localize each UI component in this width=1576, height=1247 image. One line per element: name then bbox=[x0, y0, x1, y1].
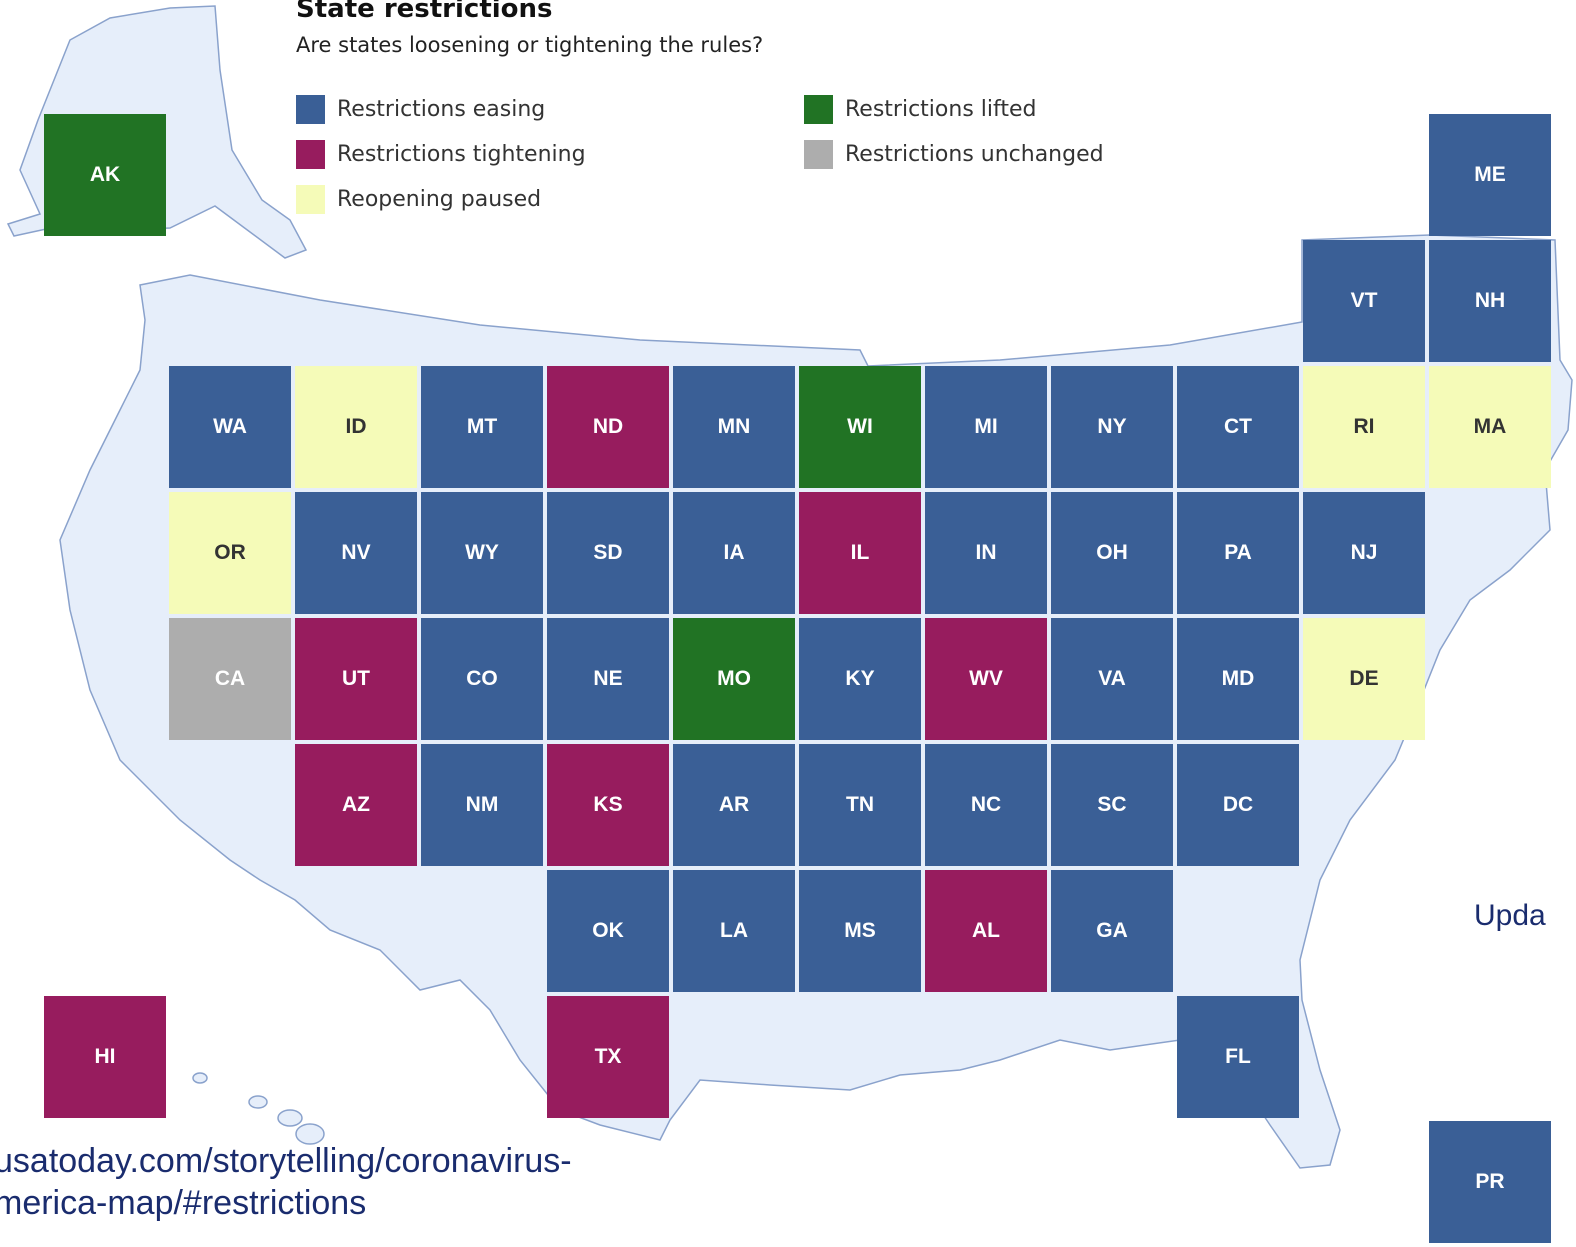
state-tile-tx[interactable]: TX bbox=[547, 996, 669, 1118]
state-tile-dc[interactable]: DC bbox=[1177, 744, 1299, 866]
state-tile-de[interactable]: DE bbox=[1303, 618, 1425, 740]
state-tile-wv[interactable]: WV bbox=[925, 618, 1047, 740]
state-tile-nh[interactable]: NH bbox=[1429, 240, 1551, 362]
legend-swatch bbox=[804, 94, 833, 124]
state-tile-nm[interactable]: NM bbox=[421, 744, 543, 866]
state-tile-ri[interactable]: RI bbox=[1303, 366, 1425, 488]
legend-label: Restrictions tightening bbox=[337, 141, 586, 167]
state-tile-mt[interactable]: MT bbox=[421, 366, 543, 488]
state-tile-mi[interactable]: MI bbox=[925, 366, 1047, 488]
state-tile-ut[interactable]: UT bbox=[295, 618, 417, 740]
state-tile-ak[interactable]: AK bbox=[44, 114, 166, 236]
state-tile-ct[interactable]: CT bbox=[1177, 366, 1299, 488]
state-tile-wi[interactable]: WI bbox=[799, 366, 921, 488]
legend-swatch bbox=[296, 184, 325, 214]
page-title: State restrictions bbox=[296, 0, 553, 24]
state-tile-nj[interactable]: NJ bbox=[1303, 492, 1425, 614]
state-tile-ok[interactable]: OK bbox=[547, 870, 669, 992]
legend-item-paused: Reopening paused bbox=[296, 184, 541, 214]
state-tile-pr[interactable]: PR bbox=[1429, 1121, 1551, 1243]
legend-swatch bbox=[296, 94, 325, 124]
state-tile-az[interactable]: AZ bbox=[295, 744, 417, 866]
state-tile-fl[interactable]: FL bbox=[1177, 996, 1299, 1118]
state-tile-va[interactable]: VA bbox=[1051, 618, 1173, 740]
state-tile-ar[interactable]: AR bbox=[673, 744, 795, 866]
state-tile-wa[interactable]: WA bbox=[169, 366, 291, 488]
legend-label: Restrictions unchanged bbox=[845, 141, 1104, 167]
legend-item-easing: Restrictions easing bbox=[296, 94, 545, 124]
state-tile-ms[interactable]: MS bbox=[799, 870, 921, 992]
state-tile-ga[interactable]: GA bbox=[1051, 870, 1173, 992]
state-tile-la[interactable]: LA bbox=[673, 870, 795, 992]
legend-item-unchanged: Restrictions unchanged bbox=[804, 139, 1104, 169]
state-tile-co[interactable]: CO bbox=[421, 618, 543, 740]
state-tile-md[interactable]: MD bbox=[1177, 618, 1299, 740]
state-tile-ky[interactable]: KY bbox=[799, 618, 921, 740]
state-tile-mo[interactable]: MO bbox=[673, 618, 795, 740]
hawaii-island bbox=[248, 1095, 268, 1109]
state-tile-pa[interactable]: PA bbox=[1177, 492, 1299, 614]
state-tile-al[interactable]: AL bbox=[925, 870, 1047, 992]
state-tile-tn[interactable]: TN bbox=[799, 744, 921, 866]
hawaii-island bbox=[192, 1072, 208, 1084]
source-url: usatoday.com/storytelling/coronavirus- m… bbox=[0, 1140, 572, 1224]
hawaii-island bbox=[277, 1109, 303, 1127]
state-tile-hi[interactable]: HI bbox=[44, 996, 166, 1118]
state-tile-or[interactable]: OR bbox=[169, 492, 291, 614]
state-tile-nc[interactable]: NC bbox=[925, 744, 1047, 866]
state-tile-ny[interactable]: NY bbox=[1051, 366, 1173, 488]
legend-swatch bbox=[296, 139, 325, 169]
page-subtitle: Are states loosening or tightening the r… bbox=[296, 33, 764, 57]
state-tile-sc[interactable]: SC bbox=[1051, 744, 1173, 866]
legend-item-lifted: Restrictions lifted bbox=[804, 94, 1036, 124]
state-tile-ne[interactable]: NE bbox=[547, 618, 669, 740]
source-line-1: usatoday.com/storytelling/coronavirus- bbox=[0, 1142, 572, 1180]
state-tile-oh[interactable]: OH bbox=[1051, 492, 1173, 614]
state-tile-id[interactable]: ID bbox=[295, 366, 417, 488]
legend-label: Restrictions lifted bbox=[845, 96, 1037, 122]
state-tile-mn[interactable]: MN bbox=[673, 366, 795, 488]
legend-label: Reopening paused bbox=[337, 186, 542, 212]
source-line-2: merica-map/#restrictions bbox=[0, 1184, 367, 1222]
state-tile-wy[interactable]: WY bbox=[421, 492, 543, 614]
state-tile-ia[interactable]: IA bbox=[673, 492, 795, 614]
state-tile-me[interactable]: ME bbox=[1429, 114, 1551, 236]
state-tile-nd[interactable]: ND bbox=[547, 366, 669, 488]
state-tile-il[interactable]: IL bbox=[799, 492, 921, 614]
legend-swatch bbox=[804, 139, 833, 169]
legend-item-tightening: Restrictions tightening bbox=[296, 139, 586, 169]
state-tile-sd[interactable]: SD bbox=[547, 492, 669, 614]
state-tile-in[interactable]: IN bbox=[925, 492, 1047, 614]
legend-label: Restrictions easing bbox=[337, 96, 546, 122]
state-tile-nv[interactable]: NV bbox=[295, 492, 417, 614]
state-tile-ma[interactable]: MA bbox=[1429, 366, 1551, 488]
hawaii-island bbox=[295, 1123, 325, 1145]
state-tile-ca[interactable]: CA bbox=[169, 618, 291, 740]
state-tile-vt[interactable]: VT bbox=[1303, 240, 1425, 362]
state-tile-ks[interactable]: KS bbox=[547, 744, 669, 866]
updated-label: Upda bbox=[1474, 899, 1546, 932]
